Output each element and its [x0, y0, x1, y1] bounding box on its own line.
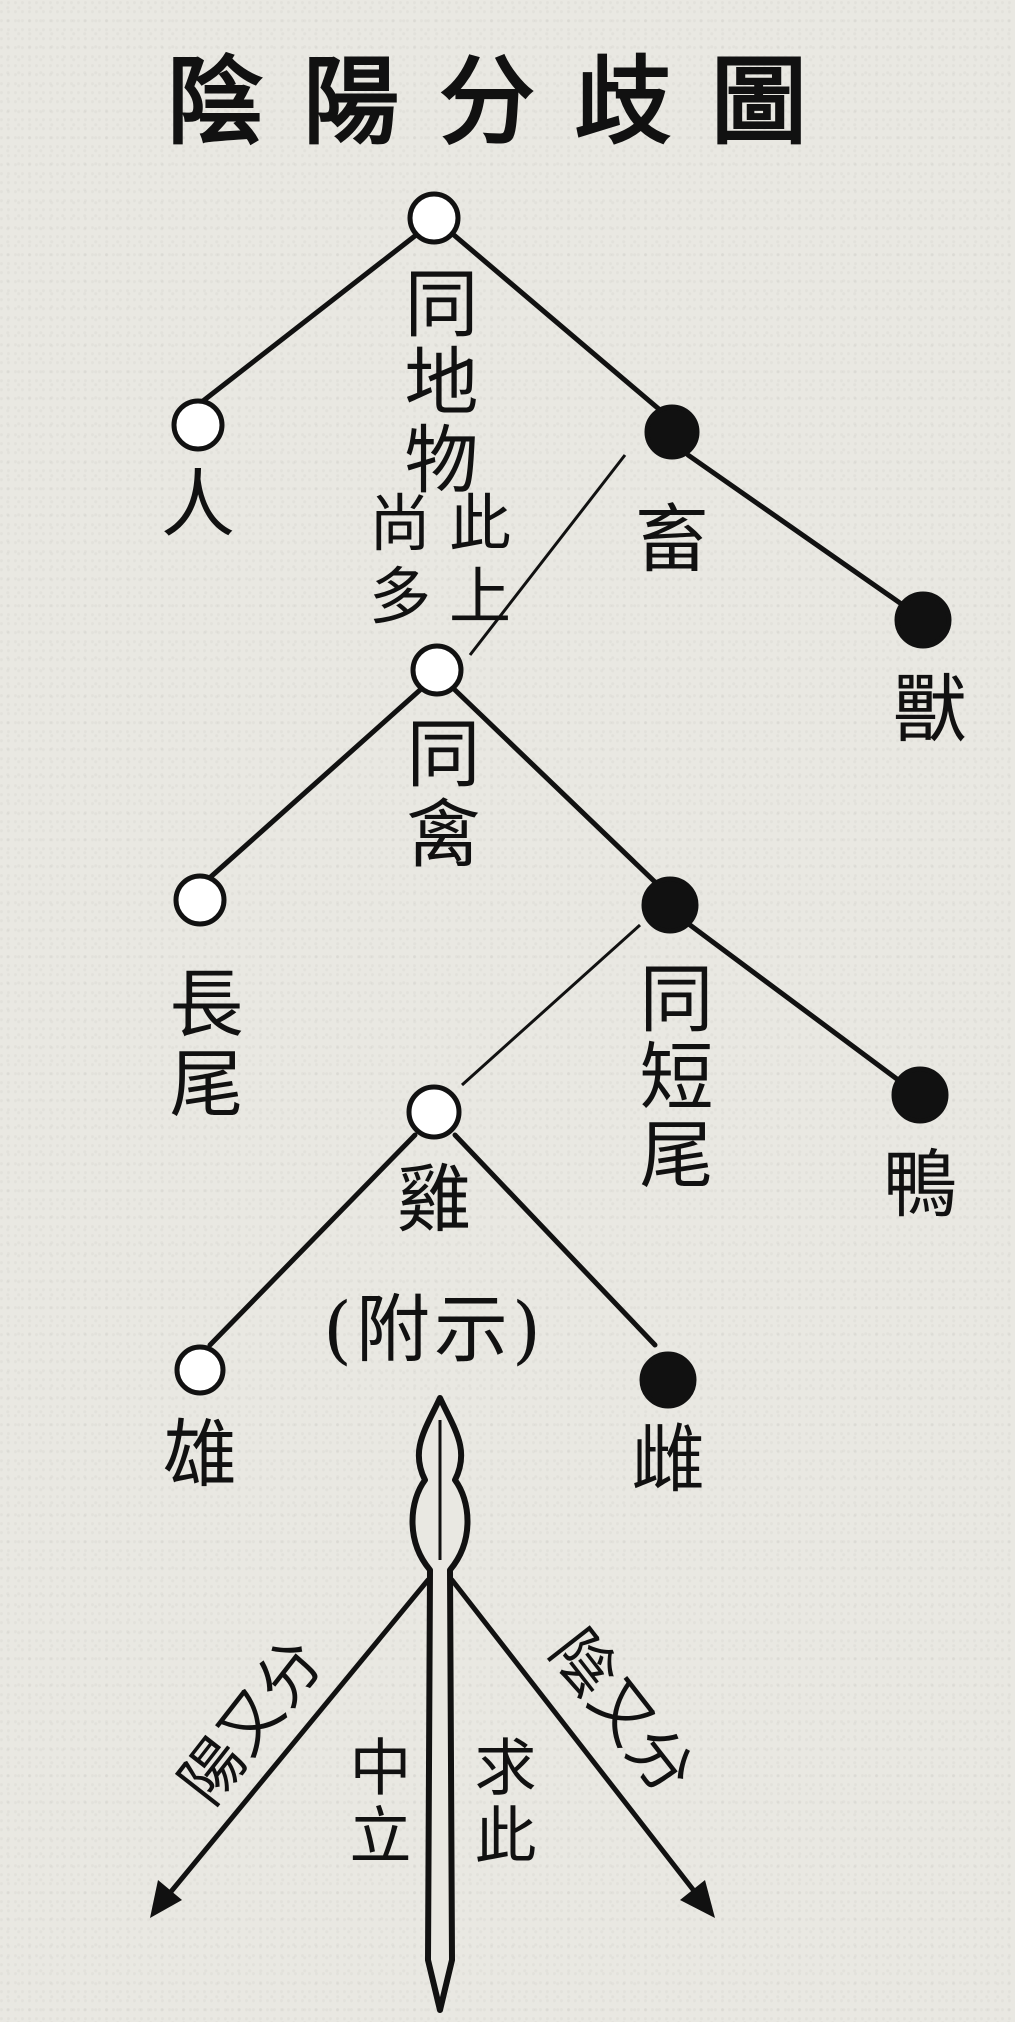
label-ren: 人 — [161, 462, 235, 548]
edge-labels: 同地物 尚 多 此 上 同禽 同短尾 雞 — [369, 265, 713, 1243]
label-qiuci: 求此 — [464, 1735, 537, 1871]
node-ci — [639, 1351, 697, 1409]
label-duo: 多 — [369, 560, 431, 633]
node-shou — [894, 591, 952, 649]
edge-root-chu — [445, 227, 663, 413]
edge-ji-ci — [452, 1132, 658, 1348]
label-shang2: 上 — [449, 560, 511, 633]
label-ci: 雌 — [631, 1417, 705, 1503]
left-arrowhead-icon — [150, 1880, 182, 1918]
right-arrowhead-icon — [680, 1880, 715, 1918]
label-zhongli: 中立 — [339, 1735, 412, 1871]
label-tong-duanwei: 同短尾 — [627, 960, 713, 1194]
node-chu — [644, 404, 700, 460]
label-fushi: (附示) — [323, 1287, 545, 1373]
left-arrow-line — [157, 1577, 431, 1908]
diagram-title: 陰陽分歧圖 — [167, 45, 847, 158]
label-shou: 獸 — [893, 667, 967, 753]
label-ji: 雞 — [397, 1157, 471, 1243]
edge-chu-shou — [685, 452, 913, 613]
label-yin-youfen: 陰又分 — [536, 1616, 708, 1808]
edge-qin-changwei — [202, 687, 423, 885]
label-changwei: 長尾 — [157, 965, 243, 1125]
node-changwei — [173, 873, 227, 927]
edge-root-ren — [182, 229, 423, 418]
label-xiong: 雄 — [163, 1412, 237, 1498]
edge-ji-xiong — [207, 1132, 418, 1348]
label-ci2: 此 — [449, 487, 511, 560]
node-qin — [410, 643, 464, 697]
node-ren — [171, 398, 225, 452]
label-tong-diwu: 同地物 — [392, 265, 478, 499]
edge-duanwei-ji — [460, 923, 642, 1087]
edge-qin-duanwei — [452, 687, 658, 885]
node-root — [407, 191, 461, 245]
tree-edges — [182, 227, 913, 1348]
node-ji — [406, 1084, 462, 1140]
node-ya — [891, 1066, 949, 1124]
sword-icon — [409, 1395, 471, 2013]
label-tong-qin: 同禽 — [394, 715, 480, 875]
node-duanwei — [641, 876, 699, 934]
label-shang: 尚 — [369, 487, 431, 560]
edge-chu-cross — [468, 454, 627, 656]
label-ya: 鴨 — [883, 1142, 957, 1228]
node-xiong — [174, 1344, 226, 1396]
edge-duanwei-ya — [687, 922, 908, 1088]
label-chu: 畜 — [635, 497, 709, 583]
annotation: (附示) 陽又分 陰又分 中立 求此 — [150, 1287, 715, 2013]
right-arrow-line — [449, 1577, 708, 1908]
node-labels: 人 畜 獸 長尾 鴨 雄 雌 — [157, 462, 967, 1503]
tree-nodes — [171, 191, 952, 1409]
